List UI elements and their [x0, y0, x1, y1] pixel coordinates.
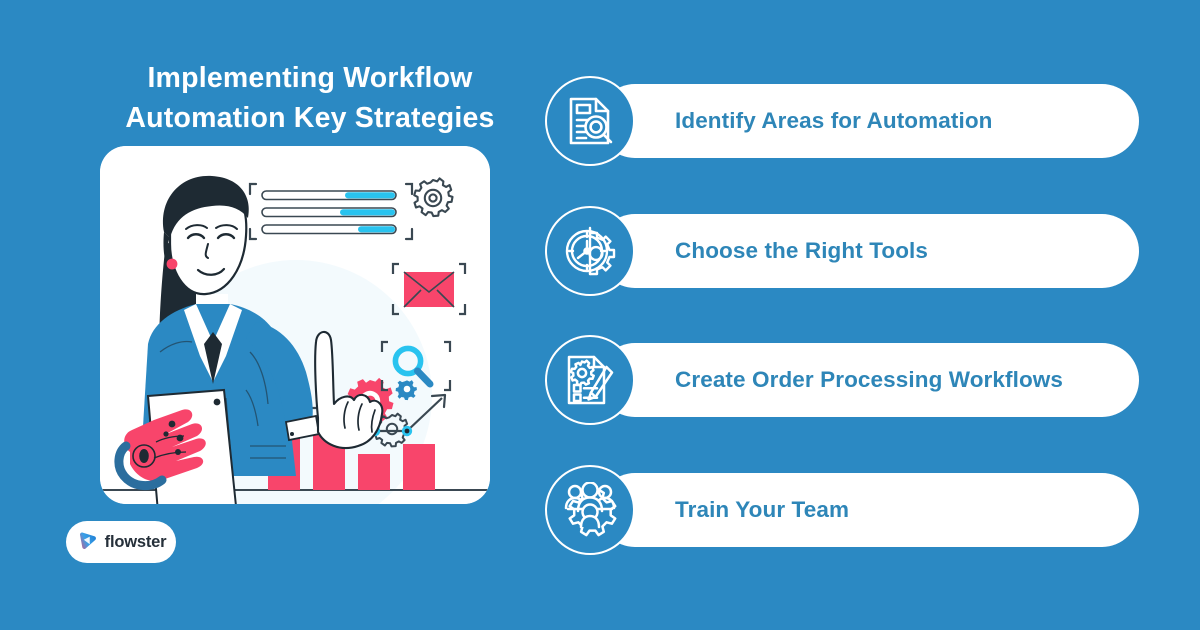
- magnifier-icon: [380, 340, 452, 392]
- left-column: Implementing Workflow Automation Key Str…: [0, 0, 520, 630]
- businesswoman-automation-illustration: [100, 146, 490, 504]
- step-icon-3: [545, 335, 635, 425]
- step-item-3[interactable]: Create Order Processing Workflows: [540, 335, 1140, 425]
- step-pill-4: [598, 473, 1139, 547]
- chart-bar: [403, 444, 435, 490]
- envelope-icon: [391, 262, 467, 316]
- step-item-4[interactable]: Train Your Team: [540, 465, 1140, 555]
- document-gear-pencil-icon: [567, 355, 614, 405]
- step-pill-1: [598, 84, 1139, 158]
- step-label-3: Create Order Processing Workflows: [675, 367, 1064, 392]
- brand-logo[interactable]: flowster: [66, 521, 176, 563]
- illustration-card: [100, 146, 490, 504]
- team-gear-icon: [564, 482, 617, 537]
- step-icon-4: [545, 465, 635, 555]
- step-label-1: Identify Areas for Automation: [675, 108, 993, 133]
- businesswoman-figure: [114, 175, 384, 504]
- robotic-hand-icon: [114, 409, 206, 490]
- chart-bar: [358, 454, 390, 490]
- brand-logo-text: flowster: [104, 532, 167, 551]
- step-pill-3: [598, 343, 1139, 417]
- document-magnifier-icon: [569, 97, 613, 145]
- step-item-2[interactable]: Choose the Right Tools: [540, 206, 1140, 296]
- steps-list: Identify Areas for Automation: [540, 76, 1180, 576]
- clock-gear-icon: [565, 226, 616, 276]
- step-label-2: Choose the Right Tools: [675, 238, 929, 263]
- step-icon-1: [545, 76, 635, 166]
- step-label-4: Train Your Team: [675, 497, 850, 522]
- flowster-play-mark-icon: [79, 532, 96, 550]
- step-icon-2: [545, 206, 635, 296]
- settings-gear-icon: [413, 177, 454, 218]
- page-title: Implementing Workflow Automation Key Str…: [100, 58, 520, 139]
- page-title-line-1: Implementing Workflow: [147, 62, 473, 94]
- step-item-1[interactable]: Identify Areas for Automation: [540, 76, 1140, 166]
- page-title-line-2: Automation Key Strategies: [125, 102, 495, 135]
- progress-bars-group: [248, 182, 414, 241]
- step-pill-2: [598, 214, 1139, 288]
